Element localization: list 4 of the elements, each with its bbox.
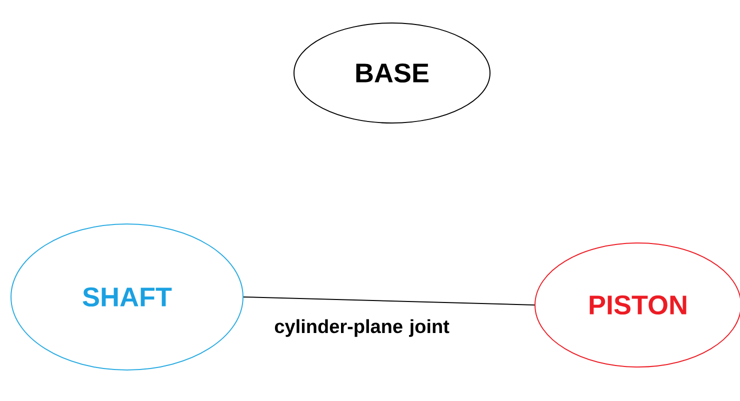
connector-line <box>243 296 535 306</box>
edge-label: cylinder-plane joint <box>274 319 450 337</box>
ellipse-node: SHAFT <box>10 224 244 370</box>
ellipse-node: BASE <box>294 22 490 124</box>
